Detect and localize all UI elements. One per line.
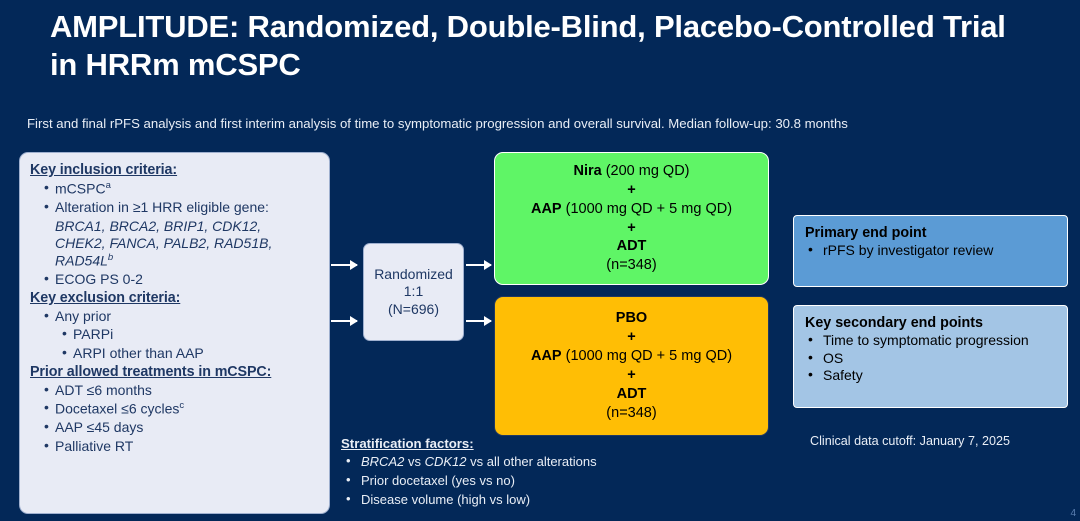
prior-item-adt: ADT ≤6 months <box>44 381 319 399</box>
footnote-marker-a: a <box>105 180 111 191</box>
primary-endpoint-heading: Primary end point <box>805 225 927 241</box>
randomization-total-n: (N=696) <box>388 300 439 317</box>
arrow-into-randomization-top <box>331 260 358 270</box>
prior-item-palliative-rt: Palliative RT <box>44 437 319 455</box>
arrow-to-nira-arm <box>466 260 492 270</box>
strat-gene-brca2: BRCA2 <box>361 454 405 469</box>
secondary-endpoints-heading: Key secondary end points <box>805 315 983 331</box>
gene-list-label: RAD54L <box>55 252 108 269</box>
pbo-arm-n: (n=348) <box>606 404 657 421</box>
randomization-box: Randomized 1:1 (N=696) <box>363 243 464 341</box>
randomization-line-1: Randomized <box>374 265 453 282</box>
inclusion-item-mcspc: mCSPCa <box>44 179 319 198</box>
exclusion-criteria-heading: Key exclusion criteria: <box>30 289 181 306</box>
stratification-item-gene: BRCA2 vs CDK12 vs all other alterations <box>341 452 761 472</box>
treatment-arm-nira: Nira (200 mg QD) + AAP (1000 mg QD + 5 m… <box>494 152 769 285</box>
stratification-heading: Stratification factors: <box>341 436 474 451</box>
gene-list-line-3: RAD54Lb <box>55 252 319 270</box>
inclusion-item-ecog: ECOG PS 0-2 <box>44 270 319 288</box>
secondary-endpoint-item-ttsp: Time to symptomatic progression <box>805 331 1056 350</box>
nira-aap-name: AAP <box>530 200 562 217</box>
primary-endpoint-box: Primary end point rPFS by investigator r… <box>793 215 1068 287</box>
nira-adt: ADT <box>616 238 647 255</box>
data-cutoff-note: Clinical data cutoff: January 7, 2025 <box>810 434 1010 448</box>
nira-arm-n: (n=348) <box>606 257 657 274</box>
pbo-adt: ADT <box>616 385 647 402</box>
secondary-endpoint-item-safety: Safety <box>805 366 1056 385</box>
prior-item-aap: AAP ≤45 days <box>44 418 319 436</box>
page-title: AMPLITUDE: Randomized, Double-Blind, Pla… <box>50 9 1006 82</box>
exclusion-item-arpi: ARPI other than AAP <box>62 344 319 362</box>
randomization-ratio: 1:1 <box>403 283 424 300</box>
pbo-aap-name: AAP <box>530 348 562 365</box>
arrow-into-randomization-bottom <box>331 316 358 326</box>
pbo-aap-dose: (1000 mg QD + 5 mg QD) <box>561 348 733 365</box>
gene-list-line-2: CHEK2, FANCA, PALB2, RAD51B, <box>55 234 273 251</box>
prior-item-docetaxel: Docetaxel ≤6 cyclesc <box>44 399 319 418</box>
pbo-plus-2: + <box>627 367 636 383</box>
inclusion-item-hrr-gene: Alteration in ≥1 HRR eligible gene: <box>44 198 319 216</box>
page-number: 4 <box>1070 508 1076 519</box>
nira-drug-dose: (200 mg QD) <box>601 162 690 179</box>
nira-plus-2: + <box>627 219 636 236</box>
secondary-endpoints-box: Key secondary end points Time to symptom… <box>793 305 1068 408</box>
nira-plus-1: + <box>627 181 636 198</box>
arrow-to-pbo-arm <box>466 316 492 326</box>
exclusion-item-parpi: PARPi <box>62 325 319 343</box>
footnote-marker-c: c <box>179 400 185 412</box>
footnote-marker-b: b <box>107 251 114 263</box>
nira-aap-dose: (1000 mg QD + 5 mg QD) <box>561 200 733 217</box>
pbo-drug-name: PBO <box>615 310 648 327</box>
nira-drug-name: Nira <box>573 162 602 179</box>
inclusion-item-label: mCSPC <box>55 180 106 197</box>
stratification-item-docetaxel: Prior docetaxel (yes vs no) <box>341 471 761 491</box>
criteria-panel: Key inclusion criteria: mCSPCa Alteratio… <box>19 152 330 514</box>
gene-list-line-1: BRCA1, BRCA2, BRIP1, CDK12, <box>55 217 262 234</box>
strat-gene-mid: vs <box>404 454 425 469</box>
pbo-drug-line: PBO <box>616 309 647 328</box>
nira-drug-line: Nira (200 mg QD) <box>573 162 689 181</box>
primary-endpoint-item-rpfs: rPFS by investigator review <box>805 241 1056 260</box>
prior-item-label: Docetaxel ≤6 cycles <box>55 400 180 417</box>
pbo-plus-1: + <box>627 329 636 346</box>
stratification-factors: Stratification factors: BRCA2 vs CDK12 v… <box>341 436 761 510</box>
exclusion-item-any-prior: Any prior <box>44 307 319 325</box>
treatment-arm-pbo: PBO + AAP (1000 mg QD + 5 mg QD) + ADT (… <box>494 296 769 436</box>
secondary-endpoint-item-os: OS <box>805 349 1056 368</box>
slide-subtitle: First and final rPFS analysis and first … <box>27 116 848 131</box>
inclusion-criteria-heading: Key inclusion criteria: <box>30 162 178 178</box>
nira-aap-line: AAP (1000 mg QD + 5 mg QD) <box>531 200 732 219</box>
inclusion-item-label: Alteration in ≥1 HRR eligible gene: <box>55 199 269 216</box>
stratification-item-disease-volume: Disease volume (high vs low) <box>341 490 761 510</box>
strat-gene-cdk12: CDK12 <box>424 454 467 469</box>
prior-treatments-heading: Prior allowed treatments in mCSPC: <box>30 363 272 380</box>
pbo-aap-line: AAP (1000 mg QD + 5 mg QD) <box>531 347 732 366</box>
strat-gene-rest: vs all other alterations <box>466 454 597 469</box>
